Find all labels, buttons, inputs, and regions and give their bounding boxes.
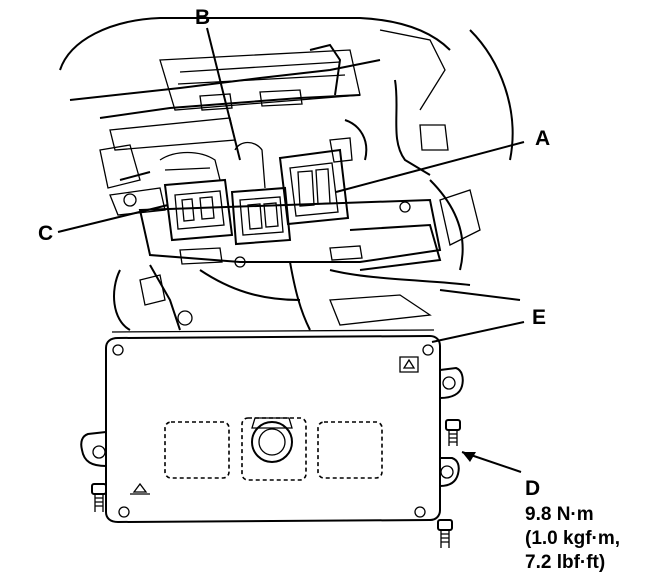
leader-e (431, 321, 525, 343)
callout-d: D (525, 477, 540, 500)
bolt-lower-right (437, 519, 453, 548)
callout-c: C (38, 222, 53, 245)
leader-c (57, 204, 169, 233)
bolt-upper-right (445, 419, 461, 446)
leader-b (206, 27, 241, 161)
torque-spec-line-2: (1.0 kgf·m, (525, 528, 620, 549)
leader-a (335, 141, 525, 193)
callout-a: A (535, 127, 550, 150)
torque-spec-line-3: 7.2 lbf·ft) (525, 552, 605, 573)
ecm-unit (80, 329, 464, 524)
callout-b: B (195, 6, 210, 29)
torque-spec-line-1: 9.8 N·m (525, 504, 594, 525)
leader-d-arrowhead (462, 452, 476, 462)
engine-bay-background (59, 17, 521, 331)
callout-e: E (532, 306, 546, 329)
torque-spec: 9.8 N·m (1.0 kgf·m, 7.2 lbf·ft) (525, 504, 620, 573)
bolt-lower-left (91, 483, 107, 512)
connector-c (159, 151, 234, 242)
leader-lines (57, 27, 525, 473)
connector-a (278, 119, 368, 226)
